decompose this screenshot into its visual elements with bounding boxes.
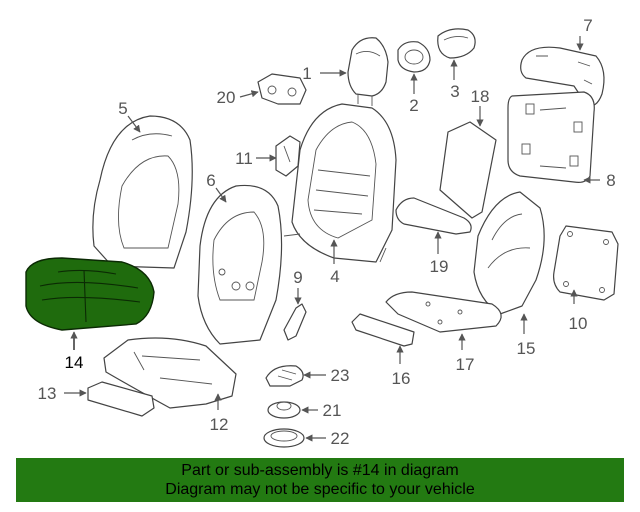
callout-23: 23 [331, 366, 350, 385]
callout-9: 9 [293, 268, 302, 287]
part-4-backrest-frame [283, 103, 397, 263]
callout-17: 17 [456, 355, 475, 374]
callout-19: 19 [430, 257, 449, 276]
callout-labels: 1 2 3 4 5 6 7 8 9 10 11 12 13 14 15 16 1… [38, 16, 616, 448]
part-9-small-trim [283, 303, 307, 341]
callout-10: 10 [569, 314, 588, 333]
callout-7: 7 [583, 16, 592, 35]
part-2-guide-sleeve [397, 41, 431, 73]
part-11-latch [275, 135, 301, 177]
part-7-upper-cover [520, 46, 605, 107]
part-19-mat [395, 197, 472, 235]
part-6-backrest-cushion [197, 184, 283, 345]
leader-lines [64, 36, 600, 442]
callout-14: 14 [65, 353, 84, 372]
callout-18: 18 [471, 87, 490, 106]
callout-3: 3 [450, 82, 459, 101]
part-3-trim-cap [437, 28, 476, 59]
part-13-filler-block [87, 381, 155, 417]
callout-22: 22 [331, 429, 350, 448]
banner-line-2: Diagram may not be specific to your vehi… [165, 481, 475, 498]
part-15-side-panel [473, 191, 545, 315]
part-18-backrest-pad [439, 121, 497, 219]
part-5-backrest-cover [92, 115, 193, 269]
part-8-rear-panel [507, 91, 595, 183]
callout-8: 8 [606, 171, 615, 190]
callout-11: 11 [235, 149, 253, 168]
part-10-rear-trim [553, 225, 619, 301]
callout-6: 6 [206, 171, 215, 190]
part-23-cover-cap [265, 365, 304, 387]
callout-5: 5 [118, 99, 127, 118]
part-12-seat-pan [103, 337, 237, 409]
part-14-seat-cushion [25, 257, 155, 331]
banner-line-1: Part or sub-assembly is #14 in diagram [181, 462, 459, 479]
callout-13: 13 [38, 384, 57, 403]
part-22-ring [263, 428, 305, 448]
part-16-mat [351, 313, 415, 347]
callout-21: 21 [323, 401, 342, 420]
part-info-banner: Part or sub-assembly is #14 in diagram D… [16, 458, 624, 502]
part-17-pan-insulator [385, 291, 502, 333]
callout-2: 2 [409, 96, 418, 115]
callout-12: 12 [210, 415, 229, 434]
callout-20: 20 [217, 88, 236, 107]
callout-15: 15 [517, 339, 536, 358]
callout-16: 16 [392, 369, 411, 388]
callout-4: 4 [330, 267, 339, 286]
part-21-fastener [267, 401, 301, 419]
seat-parts-diagram: 1 2 3 4 5 6 7 8 9 10 11 12 13 14 15 16 1… [25, 16, 619, 448]
callout-1: 1 [302, 64, 311, 83]
part-1-head-restraint [347, 37, 389, 106]
part-20-bracket [257, 73, 307, 105]
